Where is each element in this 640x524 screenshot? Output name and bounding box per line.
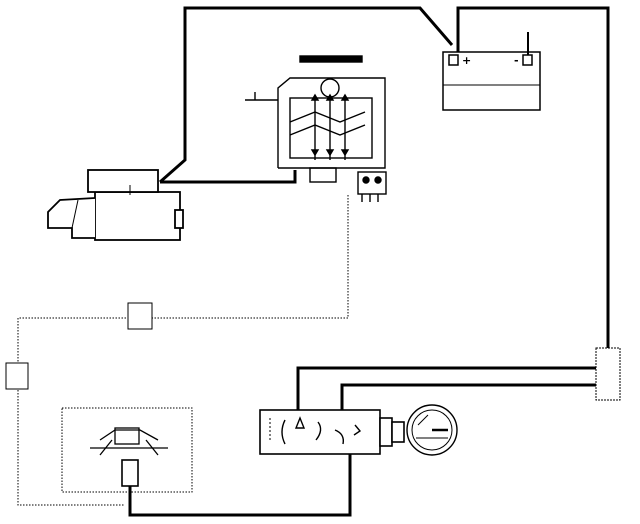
battery-negative-label: - — [514, 54, 519, 67]
wire-switch-to-neutral-switch — [128, 445, 352, 517]
starter-nose — [47, 197, 96, 239]
connector-top — [127, 302, 153, 330]
relay-terminal-block — [357, 171, 387, 195]
wire-right-to-switch-inner — [340, 383, 600, 412]
starter-body — [94, 191, 181, 241]
starter-motor — [47, 169, 184, 241]
connector-left — [5, 362, 29, 390]
wire-starter-to-relay — [160, 170, 297, 184]
battery-positive-terminal — [448, 54, 459, 66]
neutral-switch-frame — [61, 407, 193, 493]
heavy-wires — [128, 6, 610, 517]
starter-end-cap — [174, 209, 184, 229]
wire-right-to-switch-outer — [296, 366, 600, 412]
battery-negative-terminal — [522, 54, 533, 66]
relay-core — [289, 97, 373, 159]
wire-relay-to-left-loop — [17, 195, 349, 506]
connectors — [5, 302, 621, 401]
neutral-safety-switch — [61, 407, 193, 493]
gauge — [406, 404, 458, 456]
relay-plug — [309, 167, 337, 183]
battery: + - — [442, 32, 541, 111]
solenoid-relay — [245, 55, 387, 202]
neutral-switch-plug — [121, 459, 139, 487]
ignition-switch — [259, 409, 405, 455]
relay-housing — [277, 77, 386, 169]
connector-right — [595, 347, 621, 401]
battery-positive-label: + — [462, 54, 471, 67]
wire-battery-negative-to-right — [456, 6, 610, 350]
starter-solenoid — [87, 169, 159, 193]
relay-top-bar — [299, 55, 363, 63]
wire-starter-to-battery-positive — [159, 6, 454, 184]
light-wires — [17, 195, 609, 506]
